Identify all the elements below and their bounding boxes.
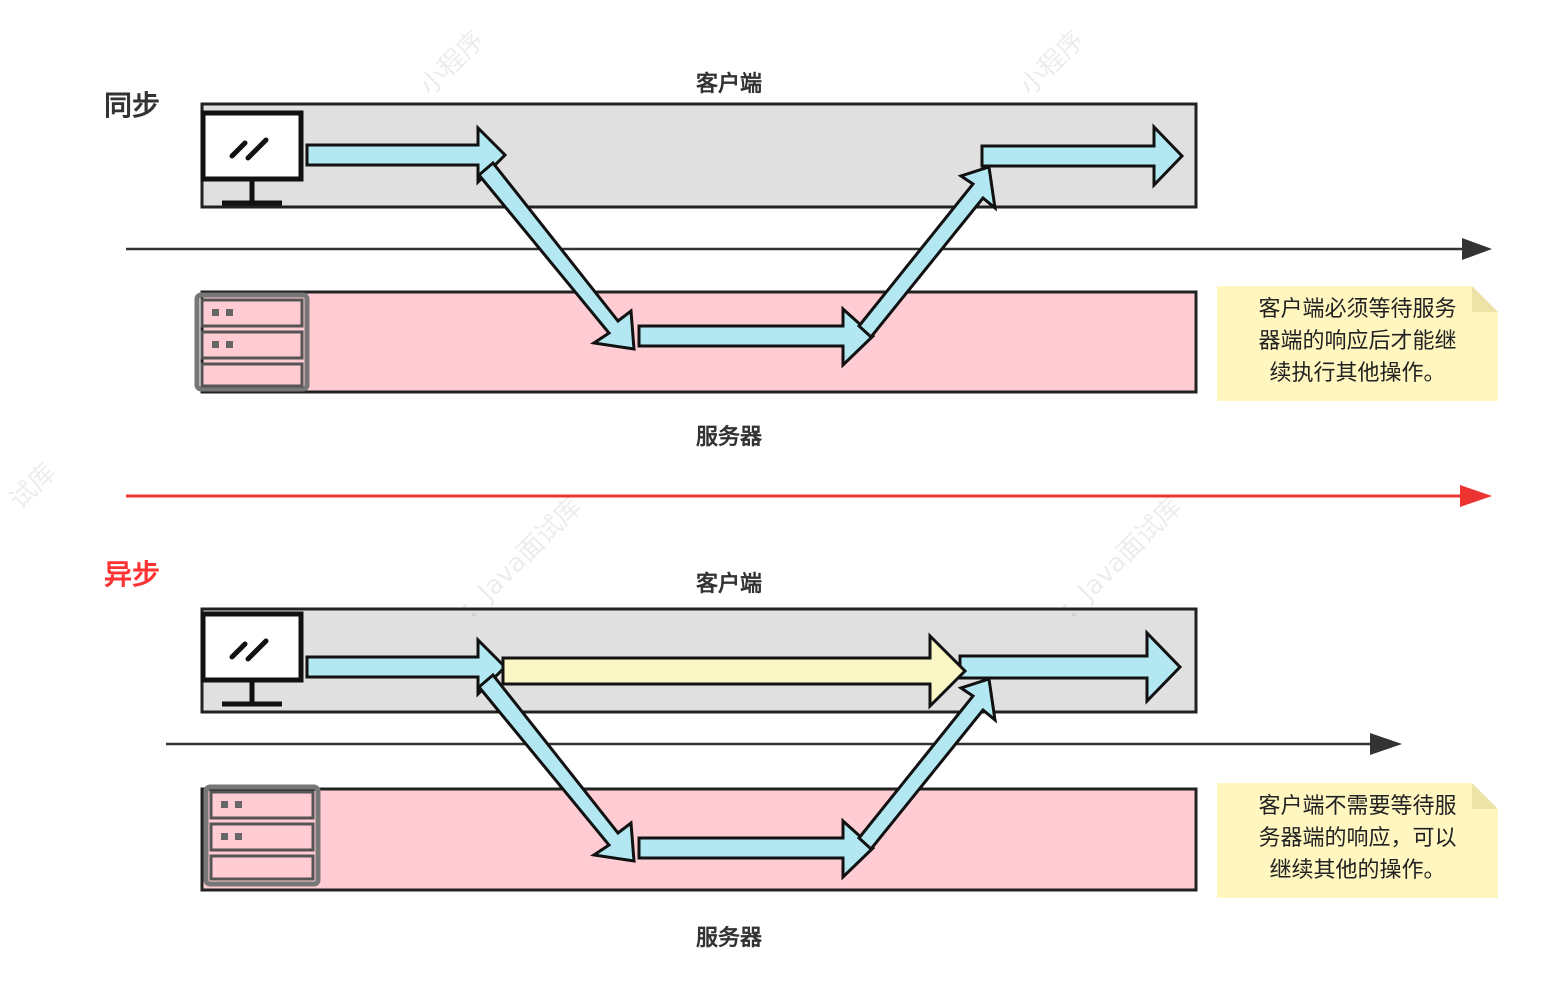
sync-note-line-1: 客户端必须等待服务 bbox=[1258, 297, 1457, 322]
sync-server-arrow bbox=[637, 305, 876, 369]
async-server-label: 服务器 bbox=[696, 926, 763, 951]
async-monitor-icon bbox=[200, 611, 304, 707]
async-up-arrow bbox=[856, 677, 998, 852]
async-note-line-1: 客户端不需要等待服 bbox=[1258, 794, 1457, 819]
note-fold bbox=[1472, 286, 1498, 312]
sync-note-line-2: 器端的响应后才能继 bbox=[1258, 329, 1457, 354]
note-fold bbox=[1472, 783, 1498, 809]
sync-client-label: 客户端 bbox=[696, 72, 763, 97]
sync-down-arrow bbox=[476, 160, 636, 351]
async-note-line-3: 继续其他的操作。 bbox=[1269, 858, 1446, 883]
sync-server-rack-icon bbox=[194, 292, 310, 392]
sync-response-arrow bbox=[980, 123, 1185, 189]
sync-monitor-icon bbox=[200, 110, 304, 206]
sync-server-label: 服务器 bbox=[696, 425, 763, 450]
async-server-arrow bbox=[637, 817, 876, 881]
sync-section-title: 同步 bbox=[104, 89, 161, 122]
async-continue-arrow bbox=[501, 632, 968, 710]
async-server-rack-icon bbox=[203, 784, 321, 887]
async-section-title: 异步 bbox=[104, 558, 161, 591]
async-note: 客户端不需要等待服 务器端的响应，可以 继续其他的操作。 bbox=[1217, 783, 1498, 898]
async-note-line-2: 务器端的响应，可以 bbox=[1258, 826, 1457, 851]
sync-timeline-arrowhead bbox=[1462, 238, 1492, 260]
async-down-arrow bbox=[476, 672, 636, 863]
async-flow-arrows bbox=[305, 629, 1183, 881]
section-divider-arrowhead bbox=[1460, 485, 1492, 507]
sync-note: 客户端必须等待服务 器端的响应后才能继 续执行其他操作。 bbox=[1217, 286, 1498, 401]
async-client-label: 客户端 bbox=[696, 572, 763, 597]
async-response-arrow bbox=[958, 629, 1183, 705]
sync-up-arrow bbox=[856, 165, 998, 340]
async-timeline-arrowhead bbox=[1370, 733, 1402, 755]
sync-flow-arrows bbox=[305, 123, 1185, 369]
sync-note-line-3: 续执行其他操作。 bbox=[1269, 361, 1446, 386]
